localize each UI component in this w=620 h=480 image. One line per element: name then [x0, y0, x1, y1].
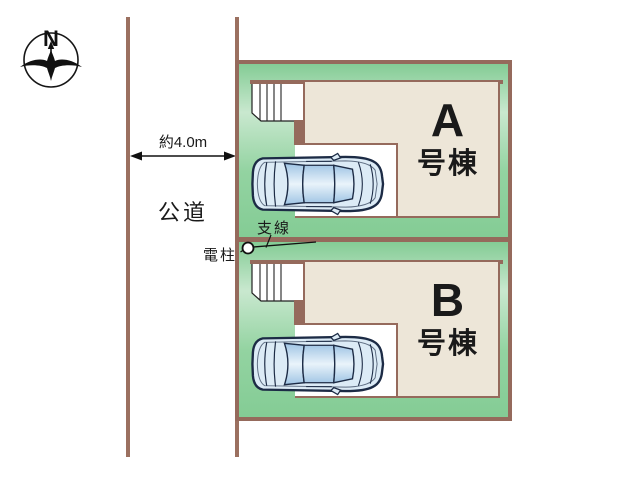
compass-bird-silhouette [20, 50, 82, 81]
building-a-entrance-steps [251, 81, 308, 122]
road-width-dimension-label: 約4.0m [158, 134, 208, 151]
building-a-letter: A [430, 94, 466, 146]
steps-stripes [259, 262, 282, 301]
road-name-label: 公道 [157, 200, 208, 225]
utility-pole-and-guy-wire [240, 234, 317, 255]
guy-wire-line [253, 241, 317, 248]
utility-pole-label: 電柱 [203, 247, 238, 264]
building-a-label: A 号棟 [398, 97, 498, 179]
guy-wire-leader-line [265, 234, 272, 248]
building-b-suffix: 号棟 [416, 328, 479, 360]
building-b-entrance-steps [251, 261, 308, 302]
utility-pole-icon [241, 241, 255, 255]
car-a-icon [247, 152, 385, 216]
guy-wire-label: 支線 [257, 220, 292, 237]
building-b-letter: B [430, 274, 466, 326]
car-b-icon [247, 332, 385, 396]
road-edge-left-line [126, 17, 130, 457]
compass-needle-arrow [47, 41, 55, 49]
building-b-label: B 号棟 [398, 277, 498, 359]
compass-north-label: N [43, 26, 59, 51]
building-a-suffix: 号棟 [416, 148, 479, 180]
steps-stripes [259, 82, 282, 121]
road-width-dimension-arrow [130, 151, 236, 161]
compass-north-icon: N [20, 26, 82, 88]
